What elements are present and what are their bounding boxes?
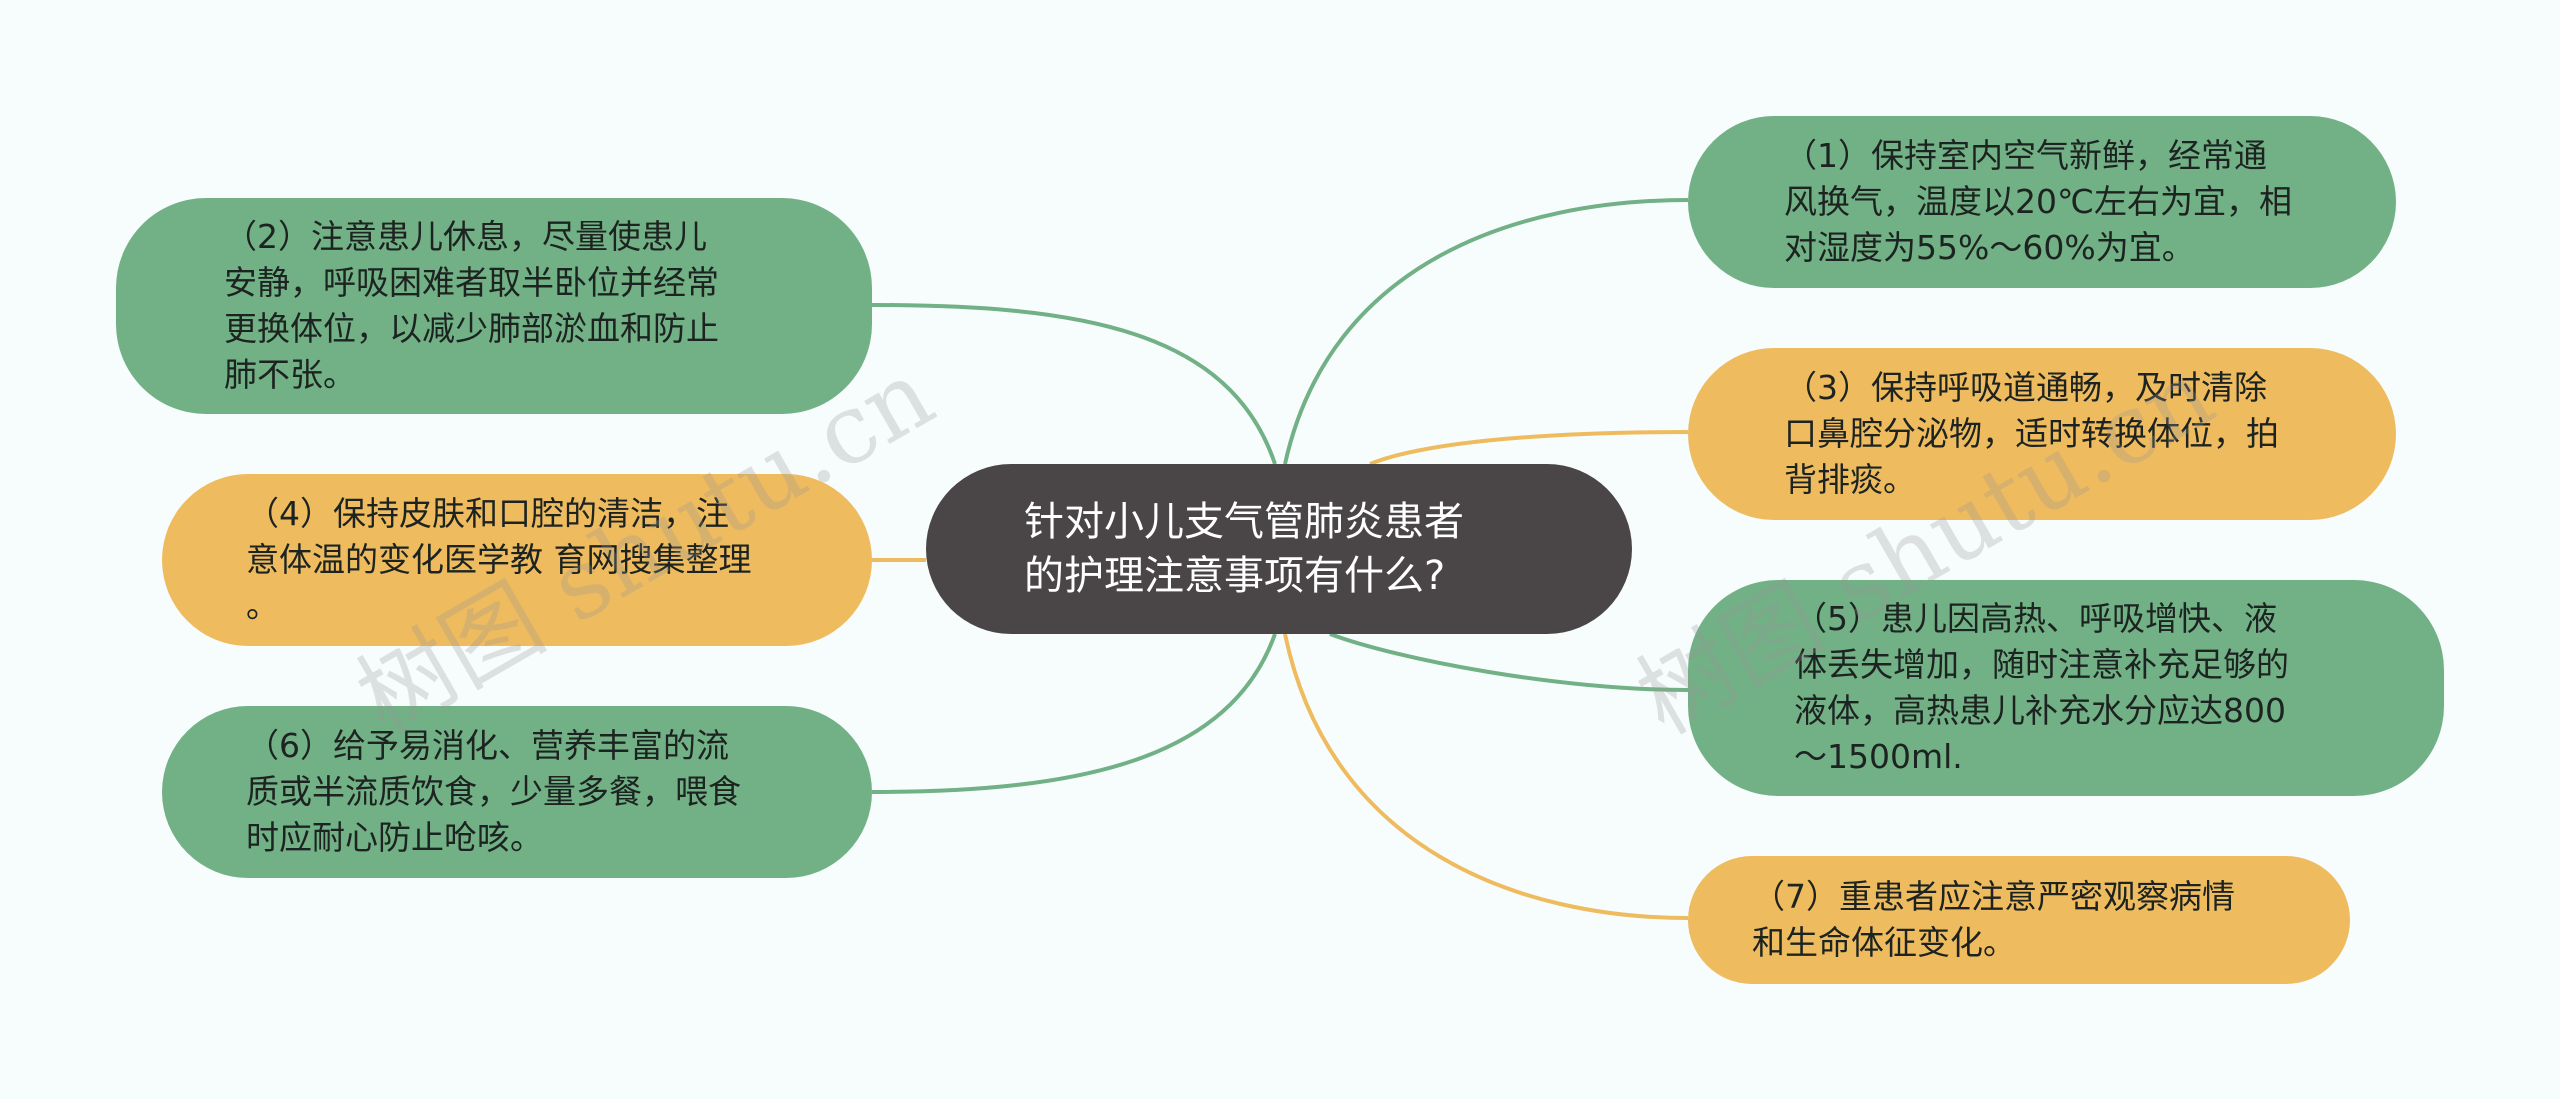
branch-3-line-3: 背排痰。	[1784, 460, 1916, 499]
branch-1-line-3: 对湿度为55%～60%为宜。	[1784, 228, 2195, 267]
branch-5-line-3: 液体，高热患儿补充水分应达800	[1794, 691, 2286, 730]
central-topic[interactable]: 针对小儿支气管肺炎患者 的护理注意事项有什么?	[926, 464, 1632, 634]
branch-node-7[interactable]: （7）重患者应注意严密观察病情 和生命体征变化。	[1688, 856, 2350, 984]
branch-node-6[interactable]: （6）给予易消化、营养丰富的流 质或半流质饮食，少量多餐，喂食 时应耐心防止呛咳…	[162, 706, 872, 878]
branch-7-line-1: （7）重患者应注意严密观察病情	[1752, 877, 2235, 916]
central-topic-line-1: 针对小儿支气管肺炎患者	[1024, 499, 1464, 545]
branch-6-line-3: 时应耐心防止呛咳。	[246, 818, 543, 857]
connector-b5	[1329, 632, 1689, 692]
connector-b3	[1369, 430, 1689, 466]
branch-5-line-1: （5）患儿因高热、呼吸增快、液	[1794, 599, 2277, 638]
branch-4-line-1: （4）保持皮肤和口腔的清洁，注	[246, 494, 729, 533]
connector-b6	[871, 633, 1277, 794]
branch-5-line-4: ～1500ml.	[1794, 737, 1963, 776]
connector-b2	[871, 303, 1277, 465]
branch-2-line-1: （2）注意患儿休息，尽量使患儿	[224, 217, 707, 256]
branch-3-line-1: （3）保持呼吸道通畅，及时清除	[1784, 368, 2267, 407]
branch-node-1[interactable]: （1）保持室内空气新鲜，经常通 风换气，温度以20℃左右为宜，相 对湿度为55%…	[1688, 116, 2396, 288]
branch-node-3[interactable]: （3）保持呼吸道通畅，及时清除 口鼻腔分泌物，适时转换体位，拍 背排痰。	[1688, 348, 2396, 520]
connector-b1	[1283, 198, 1689, 465]
branch-6-line-2: 质或半流质饮食，少量多餐，喂食	[246, 772, 741, 811]
branch-3-line-2: 口鼻腔分泌物，适时转换体位，拍	[1784, 414, 2279, 453]
branch-1-line-1: （1）保持室内空气新鲜，经常通	[1784, 136, 2267, 175]
branch-1-line-2: 风换气，温度以20℃左右为宜，相	[1784, 182, 2293, 221]
branch-2-line-3: 更换体位，以减少肺部淤血和防止	[224, 309, 719, 348]
branch-2-line-4: 肺不张。	[224, 355, 356, 394]
branch-6-line-1: （6）给予易消化、营养丰富的流	[246, 726, 729, 765]
branch-7-line-2: 和生命体征变化。	[1752, 923, 2016, 962]
branch-5-line-2: 体丢失增加，随时注意补充足够的	[1794, 645, 2289, 684]
branch-node-4[interactable]: （4）保持皮肤和口腔的清洁，注 意体温的变化医学教 育网搜集整理 。	[162, 474, 872, 646]
branch-4-line-2: 意体温的变化医学教 育网搜集整理	[246, 540, 752, 579]
central-topic-line-2: 的护理注意事项有什么?	[1024, 553, 1446, 599]
branch-node-2[interactable]: （2）注意患儿休息，尽量使患儿 安静，呼吸困难者取半卧位并经常 更换体位，以减少…	[116, 198, 872, 414]
branch-2-line-2: 安静，呼吸困难者取半卧位并经常	[224, 263, 719, 302]
branch-node-5[interactable]: （5）患儿因高热、呼吸增快、液 体丢失增加，随时注意补充足够的 液体，高热患儿补…	[1688, 580, 2444, 796]
branch-4-line-3: 。	[246, 586, 279, 625]
connector-b7	[1283, 633, 1689, 920]
